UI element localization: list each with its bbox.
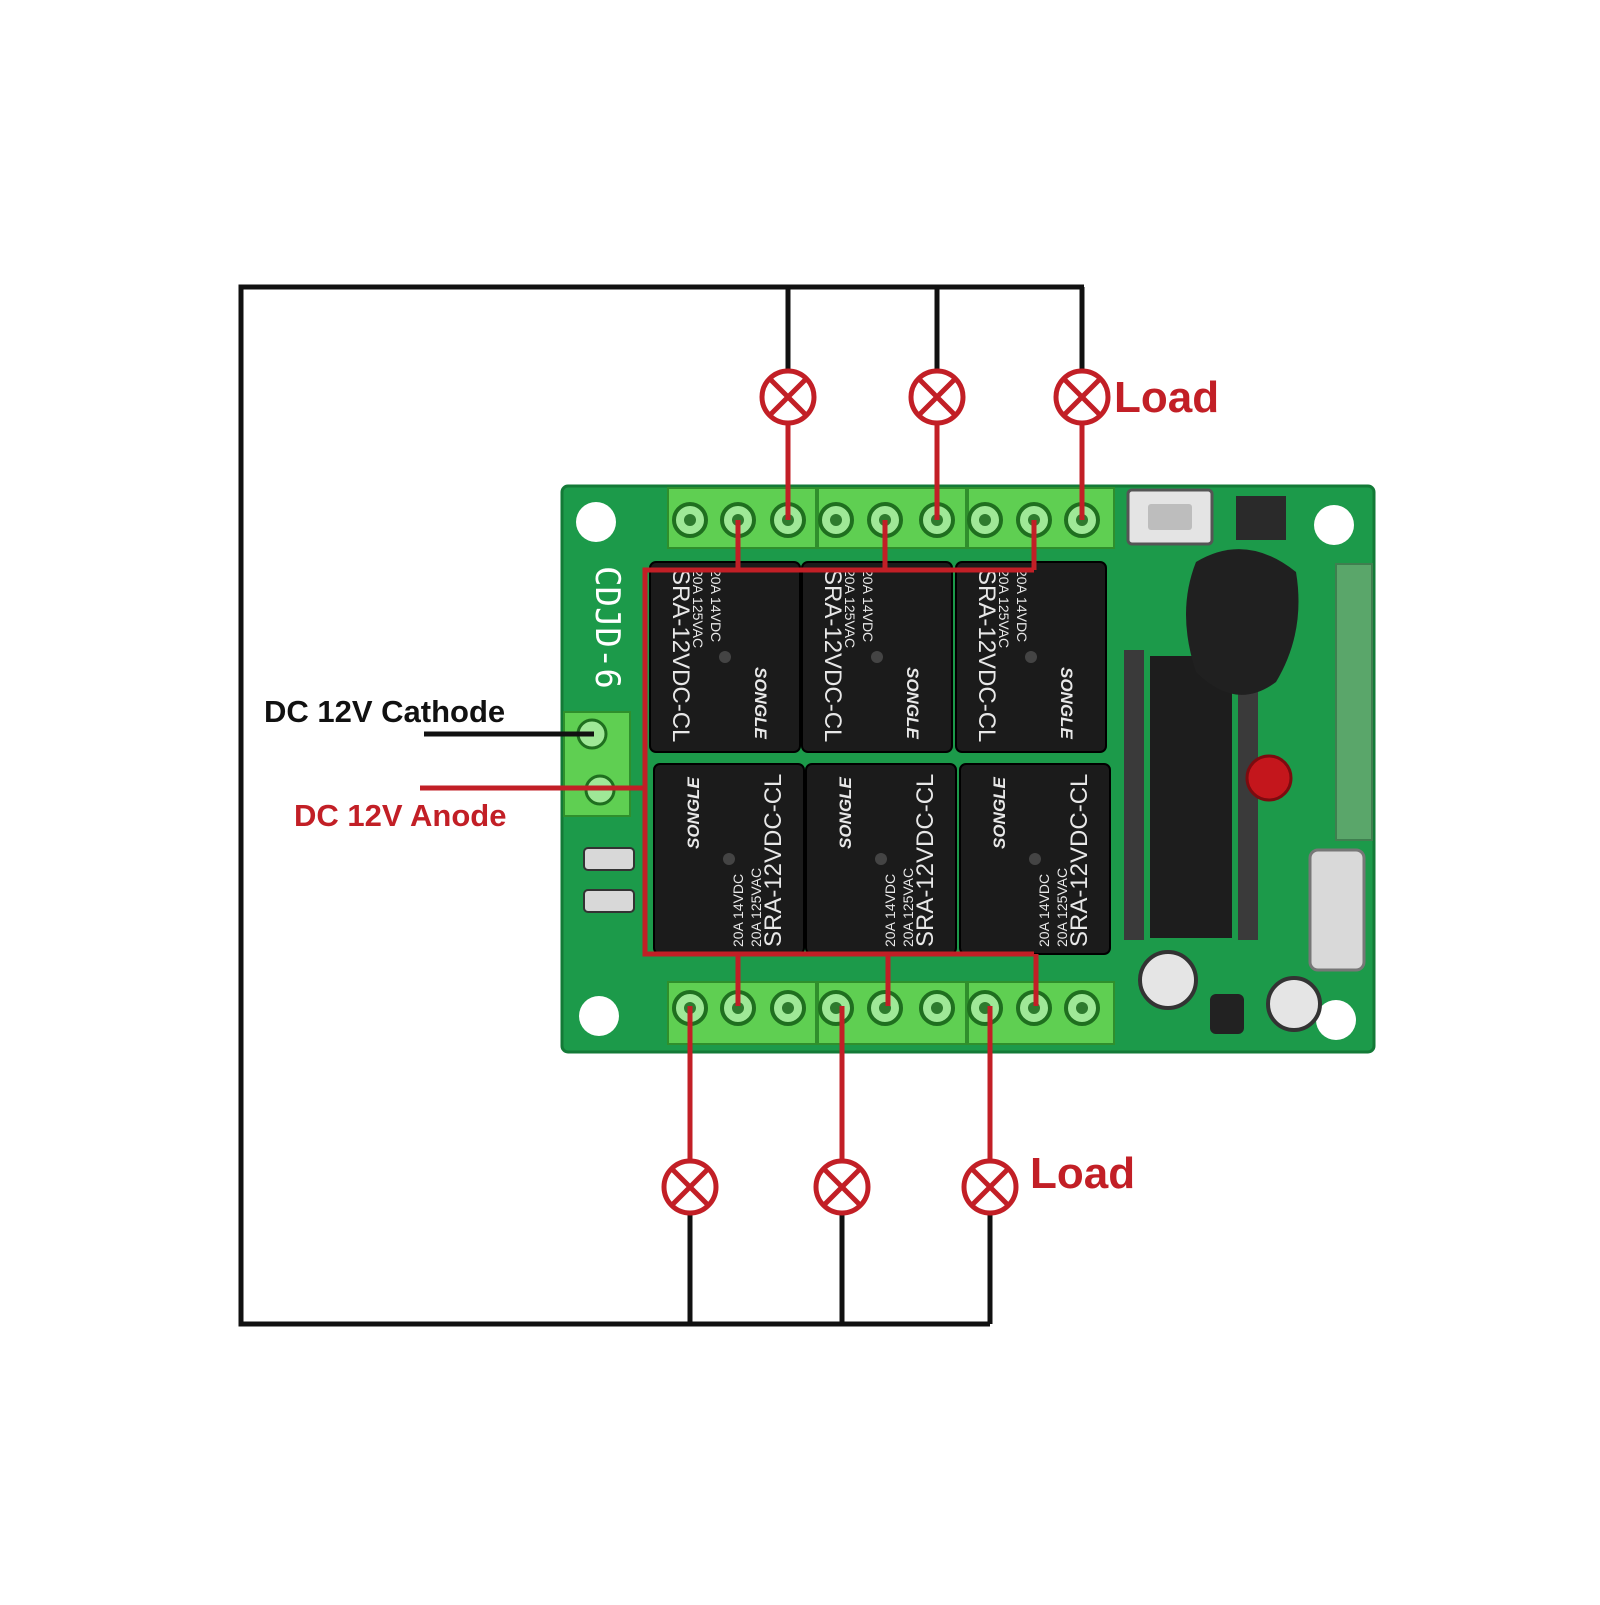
relay-rating-label: 20A 125VAC (900, 868, 916, 947)
label-dc-anode: DC 12V Anode (294, 798, 506, 833)
relay-model-label: SRA-12VDC-CL (1066, 774, 1093, 947)
ic-chip (1150, 656, 1232, 938)
label-dc-cathode: DC 12V Cathode (264, 694, 505, 729)
terminal-screw-bottom (818, 990, 854, 1026)
label-load-top: Load (1114, 373, 1219, 422)
lamp-cross-icon (1053, 368, 1111, 426)
push-button-cap (1148, 504, 1192, 530)
ic-socket-pins (1238, 650, 1258, 940)
terminal-screw-bottom (770, 990, 806, 1026)
relay-red-wiring (420, 424, 1085, 1160)
lamp-cross-icon (961, 1158, 1019, 1216)
status-led (1245, 754, 1293, 802)
common-wire-top (238, 284, 1084, 1327)
mount-hole (576, 502, 616, 542)
mount-hole (1316, 1000, 1356, 1040)
relay-brand-label: SONGLE (1057, 667, 1076, 739)
relay-rating-label: 20A 14VDC (1014, 569, 1030, 642)
relay-rating-label: 20A 14VDC (1036, 874, 1052, 947)
relay-brand-label: SONGLE (684, 777, 703, 849)
relay-model-label: SRA-12VDC-CL (667, 569, 694, 742)
relay-rating-label: 20A 14VDC (708, 569, 724, 642)
mount-hole (1314, 505, 1354, 545)
relay-brand-label: SONGLE (836, 777, 855, 849)
antenna-coil (1186, 549, 1299, 695)
terminal-screw-bottom (867, 990, 903, 1026)
relay-model-label: SRA-12VDC-CL (973, 569, 1000, 742)
smd-array (1236, 496, 1286, 540)
capacitor (1266, 976, 1322, 1032)
capacitor (1138, 950, 1198, 1010)
terminal-screw-bottom (919, 990, 955, 1026)
relay-rating-label: 20A 125VAC (1054, 868, 1070, 947)
relay-rating-label: 20A 125VAC (996, 569, 1012, 648)
relay-rating-label: 20A 125VAC (690, 569, 706, 648)
lamp-cross-icon (813, 1158, 871, 1216)
power-terminal (563, 711, 631, 817)
relay-brand-label: SONGLE (751, 667, 770, 739)
relay-brand-label: SONGLE (903, 667, 922, 739)
terminal-screw-bottom (1064, 990, 1100, 1026)
terminal-screw-top (672, 502, 708, 538)
load-lamps (661, 368, 1111, 1216)
relay-rating-label: 20A 14VDC (730, 874, 746, 947)
common-wire (238, 284, 1085, 1327)
relay-rating-label: 20A 125VAC (842, 569, 858, 648)
mount-hole (579, 996, 619, 1036)
ic-socket-pins (1124, 650, 1144, 940)
lamp-cross-icon (759, 368, 817, 426)
rf-module (1335, 563, 1373, 841)
label-load-bottom: Load (1030, 1149, 1135, 1198)
relay-model-label: SRA-12VDC-CL (912, 774, 939, 947)
relay-model-label: SRA-12VDC-CL (819, 569, 846, 742)
pcb-edge (560, 484, 1376, 1054)
terminal-screw-bottom (967, 990, 1003, 1026)
relay-rating-label: 20A 14VDC (882, 874, 898, 947)
receiver-circuit (1124, 488, 1373, 1034)
terminal-screw-top (818, 502, 854, 538)
terminal-screw-top (967, 502, 1003, 538)
smd-component (583, 847, 635, 871)
red-outline-left (642, 567, 1034, 957)
relay-rating-label: 20A 125VAC (748, 868, 764, 947)
smd-component (583, 889, 635, 913)
relay-model-label: SRA-12VDC-CL (760, 774, 787, 947)
transistor (1210, 994, 1244, 1034)
lamp-cross-icon (661, 1158, 719, 1216)
relay-rating-label: 20A 14VDC (860, 569, 876, 642)
board-silkscreen: CDJD-6 (587, 566, 627, 689)
crystal (1308, 848, 1366, 972)
relay-brand-label: SONGLE (990, 777, 1009, 849)
lamp-cross-icon (908, 368, 966, 426)
